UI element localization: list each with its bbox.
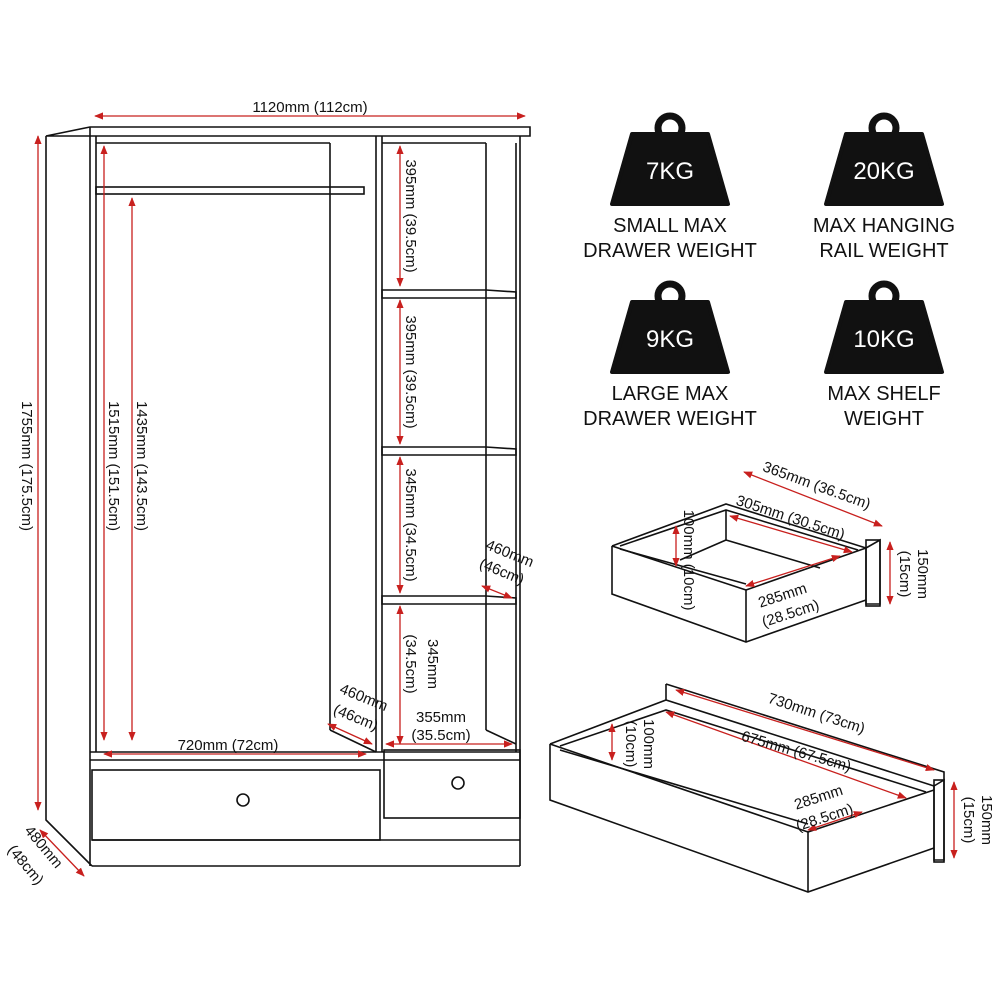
weight-4-line1: MAX SHELF: [827, 383, 940, 405]
shelf3-label: 345mm (34.5cm): [402, 468, 419, 581]
svg-text:9KG: 9KG: [646, 326, 694, 353]
weight-3-line1: LARGE MAX: [612, 383, 729, 405]
small-drawer-dimensions: [672, 471, 894, 605]
shelf-width-label-a: 355mm: [416, 709, 466, 726]
shelf4-label-a: 345mm: [424, 639, 441, 689]
sd-height-b: (15cm): [896, 551, 913, 598]
weight-2-line1: MAX HANGING: [813, 215, 955, 237]
ld-outer-width: 730mm (73cm): [766, 690, 867, 737]
width-label: 1120mm (112cm): [252, 99, 367, 116]
wardrobe-dimensions: [34, 112, 526, 877]
ld-inner-width: 675mm (67.5cm): [739, 728, 853, 776]
svg-text:20KG: 20KG: [853, 158, 914, 185]
weight-icon-3: 9KG: [610, 280, 730, 374]
hang-width-label: 720mm (72cm): [178, 737, 279, 754]
weight-icon-1: 7KG: [610, 112, 730, 206]
svg-text:7KG: 7KG: [646, 158, 694, 185]
shelf1-label: 395mm (39.5cm): [402, 159, 419, 272]
shelf-width-label-b: (35.5cm): [411, 727, 470, 744]
weight-1-line2: DRAWER WEIGHT: [583, 240, 757, 262]
weight-icon-4: 10KG: [824, 280, 944, 374]
large-drawer-drawing: [549, 683, 945, 893]
sd-height-a: 150mm: [914, 549, 931, 599]
weight-1-line1: SMALL MAX: [613, 215, 727, 237]
weight-icon-2: 20KG: [824, 112, 944, 206]
svg-text:10KG: 10KG: [853, 326, 914, 353]
small-drawer-labels: 365mm (36.5cm) 305mm (30.5cm) 150mm (15c…: [680, 458, 931, 631]
weight-2-line2: RAIL WEIGHT: [819, 240, 948, 262]
sd-inner-height: 100mm (10cm): [680, 510, 697, 611]
ld-inner-height-b: (10cm): [622, 721, 639, 768]
inner-height-label: 1515mm (151.5cm): [105, 401, 122, 531]
weight-3-line2: DRAWER WEIGHT: [583, 408, 757, 430]
ld-inner-height-a: 100mm: [640, 719, 657, 769]
shelf2-label: 395mm (39.5cm): [402, 315, 419, 428]
shelf4-label-b: (34.5cm): [402, 634, 419, 693]
weight-4-line2: WEIGHT: [844, 408, 924, 430]
ld-height-b: (15cm): [960, 797, 977, 844]
ld-height-a: 150mm: [978, 795, 995, 845]
height-label: 1755mm (175.5cm): [18, 401, 35, 531]
large-drawer-dimensions: [608, 688, 958, 859]
rail-height-label: 1435mm (143.5cm): [133, 401, 150, 531]
